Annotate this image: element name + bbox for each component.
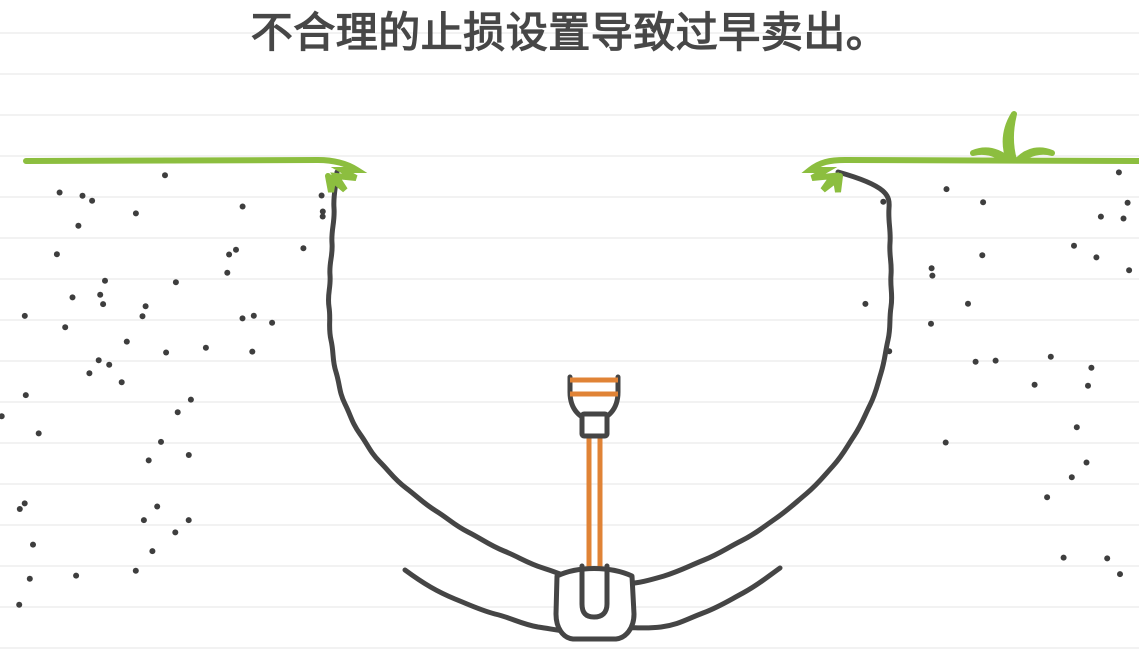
soil-speck bbox=[185, 517, 192, 524]
soil-speck bbox=[972, 358, 979, 365]
soil-speck bbox=[172, 529, 179, 536]
soil-speck bbox=[0, 413, 5, 420]
soil-speck bbox=[118, 379, 125, 386]
soil-speck bbox=[942, 439, 949, 446]
shovel-blade-socket bbox=[579, 563, 610, 620]
soil-speck bbox=[79, 192, 86, 199]
soil-speck bbox=[30, 541, 36, 548]
soil-speck bbox=[862, 300, 869, 307]
soil-speck bbox=[132, 567, 139, 574]
soil-speck bbox=[269, 319, 276, 326]
soil-speck bbox=[1083, 459, 1090, 466]
soil-speck bbox=[979, 252, 986, 259]
soil-speck bbox=[53, 251, 60, 258]
soil-speck bbox=[35, 430, 42, 437]
soil-speck bbox=[965, 300, 971, 307]
soil-speck bbox=[22, 392, 29, 399]
soil-speck bbox=[95, 357, 102, 364]
soil-speck bbox=[1117, 571, 1123, 578]
soil-speck bbox=[172, 279, 179, 286]
soil-speck bbox=[62, 324, 69, 331]
soil-speck bbox=[224, 269, 231, 276]
soil-speck bbox=[992, 357, 999, 364]
soil-speck bbox=[1047, 353, 1054, 360]
soil-speck bbox=[140, 517, 147, 524]
soil-speck bbox=[319, 213, 326, 220]
soil-speck bbox=[16, 506, 23, 512]
soil-speck bbox=[1071, 242, 1077, 249]
soil-speck bbox=[318, 192, 325, 199]
soil-speck bbox=[132, 210, 139, 217]
soil-speck bbox=[69, 294, 76, 301]
soil-speck bbox=[75, 222, 82, 229]
soil-speck bbox=[980, 199, 987, 206]
soil-speck bbox=[187, 396, 194, 403]
soil-speck bbox=[1085, 382, 1091, 389]
soil-speck bbox=[250, 312, 257, 319]
soil-speck bbox=[142, 303, 149, 310]
soil-speck bbox=[1093, 254, 1100, 261]
soil-speck bbox=[300, 245, 307, 252]
soil-speck bbox=[162, 172, 168, 179]
soil-speck bbox=[139, 313, 146, 320]
soil-speck bbox=[16, 601, 23, 608]
soil-speck bbox=[89, 197, 96, 204]
soil-speck bbox=[929, 272, 936, 279]
soil-speck bbox=[943, 186, 950, 193]
soil-speck bbox=[928, 265, 935, 272]
soil-speck bbox=[97, 291, 104, 298]
grass-tuft bbox=[970, 111, 1055, 163]
soil-speck bbox=[319, 208, 326, 215]
grass-ground-line-right bbox=[801, 156, 1139, 193]
soil-speck bbox=[1120, 215, 1127, 222]
soil-speck bbox=[1104, 555, 1111, 562]
soil-speck bbox=[185, 452, 192, 458]
grass-ground-line-left bbox=[23, 156, 368, 193]
soil-speck bbox=[26, 575, 33, 582]
soil-speck bbox=[1097, 213, 1104, 220]
soil-speck bbox=[1115, 169, 1122, 176]
soil-speck bbox=[154, 503, 161, 510]
soil-speck bbox=[123, 338, 130, 345]
soil-speck bbox=[145, 457, 152, 464]
soil-speck bbox=[239, 315, 246, 322]
soil-speck bbox=[158, 438, 164, 445]
soil-speck bbox=[1126, 267, 1133, 274]
soil-speck bbox=[21, 312, 28, 319]
soil-speck bbox=[1073, 424, 1080, 431]
soil-speck bbox=[86, 370, 93, 377]
soil-speck bbox=[1060, 554, 1067, 561]
soil-speck bbox=[233, 246, 239, 253]
soil-speck bbox=[100, 301, 107, 308]
soil-speck bbox=[56, 189, 63, 196]
soil-speck bbox=[1124, 199, 1131, 206]
soil-speck bbox=[174, 409, 181, 416]
soil-speck bbox=[880, 198, 887, 205]
soil-speck bbox=[202, 344, 209, 351]
soil-speck bbox=[1068, 474, 1075, 481]
soil-speck-field bbox=[0, 169, 1133, 608]
soil-speck bbox=[249, 348, 256, 355]
soil-speck bbox=[1031, 381, 1038, 388]
soil-speck bbox=[239, 203, 246, 210]
soil-speck bbox=[106, 361, 113, 368]
soil-speck bbox=[21, 500, 28, 507]
soil-speck bbox=[1088, 364, 1095, 371]
soil-speck bbox=[226, 251, 233, 258]
soil-speck bbox=[1044, 494, 1051, 501]
shovel-blade bbox=[553, 566, 637, 642]
page-title: 不合理的止损设置导致过早卖出。 bbox=[250, 9, 889, 56]
soil-speck bbox=[73, 572, 80, 579]
soil-speck bbox=[928, 320, 934, 327]
soil-speck bbox=[102, 277, 108, 284]
shovel-collar bbox=[579, 411, 610, 439]
soil-speck bbox=[149, 548, 156, 555]
soil-speck bbox=[163, 349, 170, 356]
